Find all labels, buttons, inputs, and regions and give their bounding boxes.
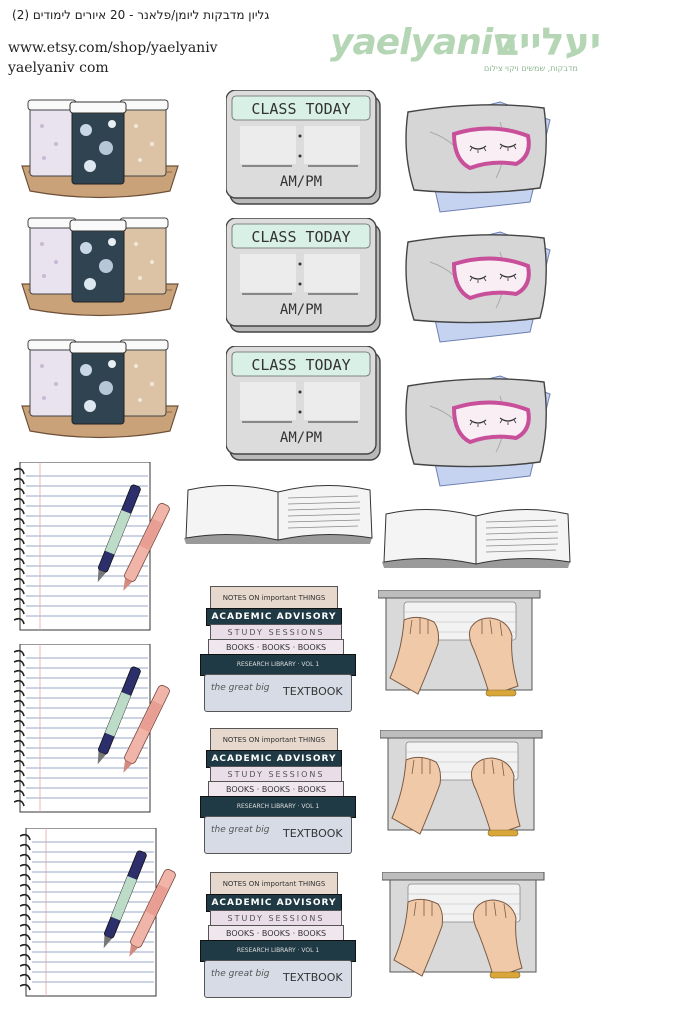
coffee-cups-sticker[interactable] [10,336,190,448]
logo-tagline: מדבקות, שמשים ויקוי צילום [484,64,578,73]
book-textbook-title: TEXTBOOK [283,971,343,984]
book-stack-sticker[interactable]: NOTES ON important THINGS ACADEMIC ADVIS… [198,872,358,998]
book-textbook-title: TEXTBOOK [283,827,343,840]
book-notes: NOTES ON important THINGS [210,872,338,896]
laptop-hands-sticker[interactable] [378,590,548,716]
book-textbook-script: the great big [211,825,270,835]
sheet-title: גליון מדבקות ליומן/פלאנר - 20 איורים לימ… [12,8,270,22]
ampm-label: AM/PM [279,174,323,190]
open-book-sticker[interactable] [380,504,574,572]
notebook-pens-sticker[interactable] [20,828,190,1000]
book-textbook-title: TEXTBOOK [283,685,343,698]
book-notes: NOTES ON important THINGS [210,728,338,752]
logo-text-en: yaelyaniv [330,22,516,63]
etsy-url[interactable]: www.etsy.com/shop/yaelyaniv [8,40,218,56]
class-today-sticker[interactable]: CLASS TODAY AM/PM [226,346,386,464]
book-textbook-script: the great big [211,683,270,693]
pillow-sleep-mask-sticker[interactable] [400,82,558,218]
coffee-cups-sticker[interactable] [10,96,190,208]
book-textbook: the great big TEXTBOOK [204,674,352,712]
book-research: RESEARCH LIBRARY · VOL 1 [200,940,356,962]
book-textbook: the great big TEXTBOOK [204,960,352,998]
coffee-cups-sticker[interactable] [10,214,190,326]
book-stack-sticker[interactable]: NOTES ON important THINGS ACADEMIC ADVIS… [198,586,358,712]
class-today-title: CLASS TODAY [251,356,351,374]
pillow-sleep-mask-sticker[interactable] [400,212,558,348]
book-stack-sticker[interactable]: NOTES ON important THINGS ACADEMIC ADVIS… [198,728,358,854]
logo-text-he: יעלייב [496,20,602,64]
book-textbook-script: the great big [211,969,270,979]
open-book-sticker[interactable] [182,480,376,548]
book-textbook: the great big TEXTBOOK [204,816,352,854]
site-url[interactable]: yaelyaniv com [8,60,109,76]
notebook-pens-sticker[interactable] [14,462,184,634]
laptop-hands-sticker[interactable] [382,872,552,998]
book-research: RESEARCH LIBRARY · VOL 1 [200,654,356,676]
pillow-sleep-mask-sticker[interactable] [400,356,558,492]
book-notes: NOTES ON important THINGS [210,586,338,610]
book-research: RESEARCH LIBRARY · VOL 1 [200,796,356,818]
class-today-sticker[interactable]: CLASS TODAY AM/PM [226,218,386,336]
class-today-title: CLASS TODAY [251,100,351,118]
class-today-sticker[interactable]: CLASS TODAY AM/PM [226,90,386,208]
notebook-pens-sticker[interactable] [14,644,184,816]
laptop-hands-sticker[interactable] [380,730,550,856]
class-today-title: CLASS TODAY [251,228,351,246]
ampm-label: AM/PM [279,430,323,446]
ampm-label: AM/PM [279,302,323,318]
